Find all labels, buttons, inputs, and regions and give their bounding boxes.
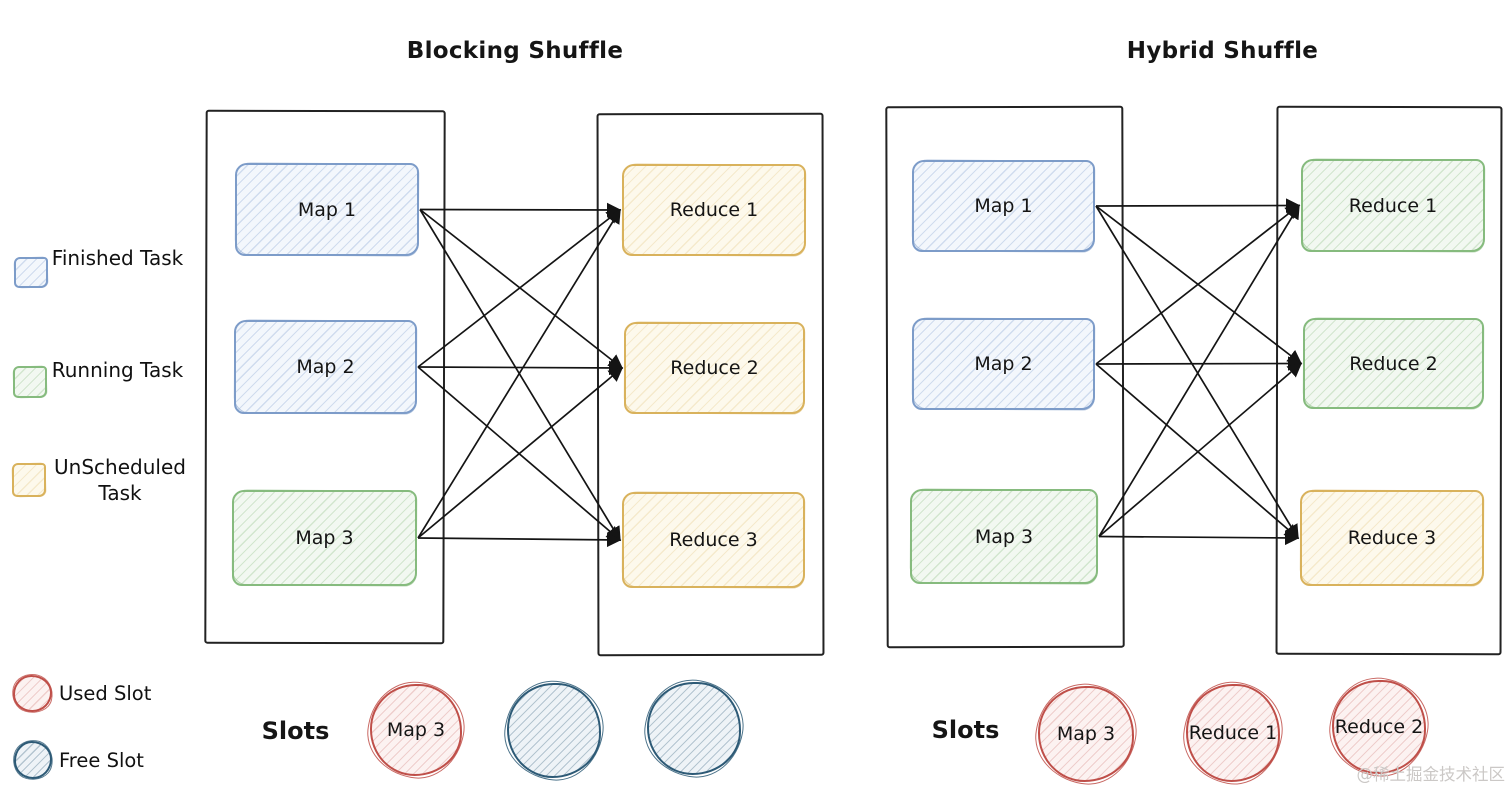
running-task-swatch	[13, 366, 47, 398]
legend-label-unscheduled-task: UnScheduled Task	[54, 455, 186, 505]
hybrid-slot-reduce-2-label: Reduce 2	[1334, 716, 1424, 738]
hybrid-map-3-label: Map 3	[974, 525, 1034, 548]
blocking-slot-map-3: Map 3	[370, 684, 462, 776]
hybrid-reduce-1-label: Reduce 1	[1348, 194, 1438, 217]
legend-label-finished-task: Finished Task	[51, 246, 184, 270]
unscheduled-task-swatch	[12, 463, 46, 497]
hybrid-slot-reduce-2: Reduce 2	[1332, 680, 1426, 774]
hybrid-slots-label: Slots	[931, 716, 1000, 744]
hybrid-map-3-box: Map 3	[910, 489, 1098, 584]
hybrid-slot-map-3: Map 3	[1038, 686, 1134, 782]
watermark: @稀土掘金技术社区	[1356, 765, 1506, 784]
blocking-reduce-2-box: Reduce 2	[624, 322, 805, 414]
hybrid-reduce-2-label: Reduce 2	[1349, 352, 1438, 375]
blocking-map-3-label: Map 3	[295, 527, 354, 549]
blocking-map-2-box: Map 2	[234, 320, 417, 414]
hybrid-map-1-label: Map 1	[974, 195, 1033, 217]
hybrid-slot-reduce-1-label: Reduce 1	[1188, 722, 1278, 744]
blocking-reduce-3-label: Reduce 3	[669, 529, 758, 551]
blocking-map-1-label: Map 1	[297, 198, 357, 221]
finished-task-swatch	[14, 257, 48, 288]
hybrid-reduce-3-box: Reduce 3	[1300, 490, 1484, 586]
hybrid-shuffle-title: Hybrid Shuffle	[1126, 38, 1319, 64]
blocking-slot-free-2	[647, 682, 741, 775]
hybrid-reduce-3-label: Reduce 3	[1347, 527, 1437, 549]
legend-label-running-task: Running Task	[51, 358, 184, 382]
free-slot-swatch	[14, 741, 52, 779]
hybrid-map-2-label: Map 2	[974, 353, 1033, 375]
blocking-slot-free-1	[507, 683, 601, 778]
hybrid-slot-reduce-1: Reduce 1	[1186, 684, 1280, 782]
blocking-map-1-box: Map 1	[235, 163, 419, 256]
hybrid-reduce-1-box: Reduce 1	[1301, 159, 1485, 252]
used-slot-swatch	[13, 675, 52, 712]
blocking-slot-map-3-label: Map 3	[386, 719, 446, 741]
blocking-shuffle-title: Blocking Shuffle	[406, 38, 624, 64]
blocking-reduce-1-box: Reduce 1	[622, 164, 806, 256]
blocking-slots-label: Slots	[261, 717, 330, 745]
blocking-map-3-box: Map 3	[232, 490, 417, 586]
blocking-reduce-1-label: Reduce 1	[669, 199, 759, 221]
blocking-map-2-label: Map 2	[296, 356, 355, 378]
legend-label-free-slot: Free Slot	[59, 749, 144, 772]
blocking-reduce-2-label: Reduce 2	[670, 357, 759, 379]
hybrid-map-2-box: Map 2	[912, 318, 1095, 410]
hybrid-reduce-2-box: Reduce 2	[1303, 318, 1484, 409]
blocking-reduce-3-box: Reduce 3	[622, 492, 805, 588]
hybrid-map-1-box: Map 1	[912, 160, 1095, 252]
hybrid-slot-map-3-label: Map 3	[1056, 723, 1116, 745]
legend-label-used-slot: Used Slot	[59, 682, 152, 705]
